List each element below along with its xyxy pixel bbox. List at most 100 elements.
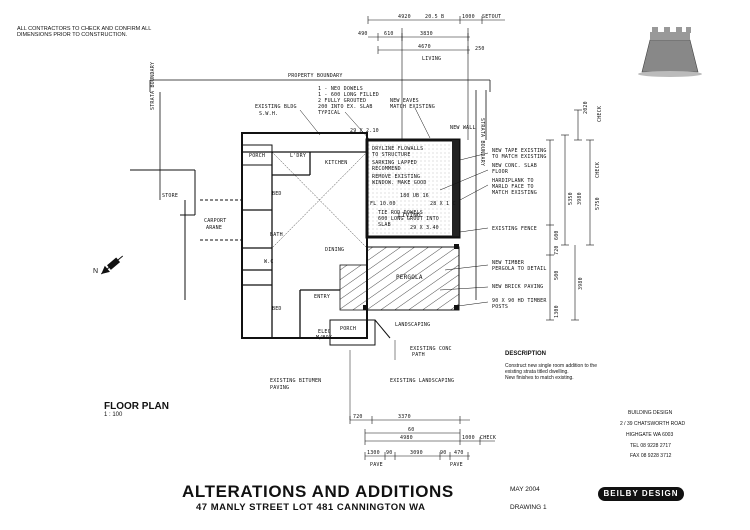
firm-fax: FAX 08 9228 3712 bbox=[630, 453, 672, 459]
diagonal-structure-lines bbox=[271, 151, 368, 249]
annotation-dowels-line4: 200 INTO EX. SLAB bbox=[318, 104, 373, 110]
dining-label: DINING bbox=[325, 247, 345, 253]
dim-610: 610 bbox=[384, 31, 394, 37]
annotation-tie-rods-line1: TIE ROD DOWELS bbox=[378, 210, 423, 216]
bdim-60: 60 bbox=[408, 427, 415, 433]
annotation-new-wall: NEW WALL bbox=[450, 125, 476, 131]
annotation-pergola-new: NEW TIMBER PERGOLA TO DETAIL bbox=[492, 260, 547, 272]
dim-4670: 4670 bbox=[418, 44, 431, 50]
top-dimension-lines bbox=[367, 16, 505, 140]
annotation-sarking-line1: SARKING LAPPED bbox=[372, 160, 417, 166]
kitchen-label: KITCHEN bbox=[325, 160, 348, 166]
annotation-dryline-line2: TO STRUCTURE bbox=[372, 152, 411, 158]
annotation-dowels: 1 - NEO DOWELS 1 - 600 LONG FILLED 2 FUL… bbox=[318, 86, 379, 116]
rdim-1300: 1300 bbox=[554, 305, 560, 318]
rdim-500: 500 bbox=[554, 270, 560, 280]
annotation-posts-line2: POSTS bbox=[492, 304, 509, 310]
annotation-posts: 90 X 90 HD TIMBER POSTS bbox=[492, 298, 547, 310]
dim-250: 250 bbox=[475, 46, 485, 52]
wc-label: W.C bbox=[264, 259, 274, 265]
north-label: N bbox=[93, 268, 99, 275]
elec-label: ELEC bbox=[318, 329, 331, 335]
bdim-4980: 4980 bbox=[400, 435, 413, 441]
annotation-dryline: DRYLINE FLOWALLS TO STRUCTURE SARKING LA… bbox=[372, 146, 427, 186]
strata-boundary-right-label: STRATA BOUNDARY bbox=[479, 118, 485, 167]
setout-label: SETOUT bbox=[482, 14, 502, 20]
firm-line1: BUILDING DESIGN bbox=[628, 410, 673, 416]
window-code-label: 28 X 1 C bbox=[430, 201, 456, 207]
bath-label: BATH bbox=[270, 232, 283, 238]
right-dimension-lines bbox=[546, 109, 594, 321]
annotation-hardiplank-line3: MATCH EXISTING bbox=[492, 190, 537, 196]
porch-top-label: PORCH bbox=[249, 153, 266, 159]
annotation-pergola-new-line2: PERGOLA TO DETAIL bbox=[492, 266, 547, 272]
existing-bitumen-label: EXISTING BITUMEN bbox=[270, 378, 322, 384]
annotation-existing-fence: EXISTING FENCE bbox=[492, 226, 537, 232]
annotation-remove-line1: REMOVE EXISTING bbox=[372, 174, 421, 180]
carport-sub-label: ARANE bbox=[206, 225, 223, 231]
annotation-dowels-line3: 2 FULLY GROUTED bbox=[318, 98, 367, 104]
annotation-eaves-line1: NEW EAVES bbox=[390, 98, 419, 104]
beilby-design-logo: BEILBY DESIGN bbox=[598, 487, 684, 501]
bed2-label: BED bbox=[272, 306, 282, 312]
entry-label: ENTRY bbox=[314, 294, 331, 300]
dim-490: 490 bbox=[358, 31, 368, 37]
annotation-slab-line2: FLOOR bbox=[492, 169, 509, 175]
logo-text: BEILBY DESIGN bbox=[603, 489, 679, 498]
property-boundary-label: PROPERTY BOUNDARY bbox=[288, 73, 343, 79]
beam-label: 180 UB 16 bbox=[400, 193, 429, 199]
store-label: STORE bbox=[162, 193, 179, 199]
contractor-note: ALL CONTRACTORS TO CHECK AND CONFIRM ALL… bbox=[17, 26, 151, 38]
porch-bottom bbox=[329, 319, 391, 346]
annotation-posts-line1: 90 X 90 HD TIMBER bbox=[492, 298, 547, 304]
north-arrow-icon bbox=[100, 255, 124, 275]
firm-line2: 2 / 39 CHATSWORTH ROAD bbox=[620, 421, 686, 427]
contractor-note-line2: DIMENSIONS PRIOR TO CONSTRUCTION. bbox=[17, 32, 128, 38]
annotation-hardiplank-line2: MARLD FACE TO bbox=[492, 184, 534, 190]
laundry-label: L'DRY bbox=[290, 153, 307, 159]
floor-level-label: FL 10.00 bbox=[370, 201, 396, 207]
existing-conc-label: EXISTING CONC bbox=[410, 346, 452, 352]
sandcastle-logo-icon bbox=[638, 27, 702, 77]
existing-bitumen-paving-label: PAVING bbox=[270, 385, 290, 391]
project-title: ALTERATIONS AND ADDITIONS bbox=[182, 482, 454, 501]
living-room-label: LIVING bbox=[398, 212, 421, 219]
bdim-3370: 3370 bbox=[398, 414, 411, 420]
annotation-window-340: 29 X 3.40 bbox=[410, 225, 439, 231]
rdim-600: 600 bbox=[554, 230, 560, 240]
annotation-fascia-line2: TO MATCH EXISTING bbox=[492, 154, 547, 160]
floor-plan-title: FLOOR PLAN bbox=[104, 401, 169, 412]
bdim-90b: 90 bbox=[440, 450, 447, 456]
annotation-sarking-line2: RECOMMEND bbox=[372, 166, 401, 172]
bdim-1000: 1000 bbox=[462, 435, 475, 441]
bottom-dimension-lines bbox=[349, 416, 495, 460]
rdim-2020-check: CHECK bbox=[597, 105, 603, 122]
bdim-pave-right: PAVE bbox=[450, 462, 463, 468]
rdim-5750-check: CHECK bbox=[595, 161, 601, 178]
annotation-dryline-line1: DRYLINE FLOWALLS bbox=[372, 146, 424, 152]
existing-landscaping-label: EXISTING LANDSCAPING bbox=[390, 378, 455, 384]
annotation-remove-line2: WINDOW. MAKE GOOD bbox=[372, 180, 427, 186]
drawing-date: MAY 2004 bbox=[510, 486, 540, 493]
drawing-number: DRAWING 1 bbox=[510, 504, 547, 511]
annotation-dowels-line1: 1 - NEO DOWELS bbox=[318, 86, 363, 92]
project-address: 47 MANLY STREET LOT 481 CANNINGTON WA bbox=[196, 502, 426, 513]
annotation-eaves-line2: MATCH EXISTING bbox=[390, 104, 435, 110]
landscaping-label: LANDSCAPING bbox=[395, 322, 431, 328]
firm-block: BUILDING DESIGN 2 / 39 CHATSWORTH ROAD H… bbox=[620, 410, 685, 459]
annotation-fascia: NEW TAPE EXISTING TO MATCH EXISTING NEW … bbox=[492, 148, 547, 196]
pergola-area bbox=[339, 244, 460, 311]
bdim-pave-left: PAVE bbox=[370, 462, 383, 468]
porch-bottom-label: PORCH bbox=[340, 326, 357, 332]
annotation-tie-rods: TIE ROD DOWELS 600 LONG GROUT INTO SLAB bbox=[378, 210, 439, 228]
rdim-3980-top: 3980 bbox=[577, 192, 583, 205]
annotation-brick-paving: NEW BRICK PAVING bbox=[492, 284, 544, 290]
description-block: DESCRIPTION Construct new single room ad… bbox=[505, 351, 597, 381]
annotation-hardiplank-line1: HARDIPLANK TO bbox=[492, 178, 534, 184]
contractor-note-line1: ALL CONTRACTORS TO CHECK AND CONFIRM ALL bbox=[17, 26, 152, 32]
rdim-2020: 2020 bbox=[583, 101, 589, 114]
strata-boundary-left-label: STRATA BOUNDARY bbox=[150, 61, 156, 110]
bed1-label: BED bbox=[272, 191, 282, 197]
bdim-470: 470 bbox=[454, 450, 464, 456]
